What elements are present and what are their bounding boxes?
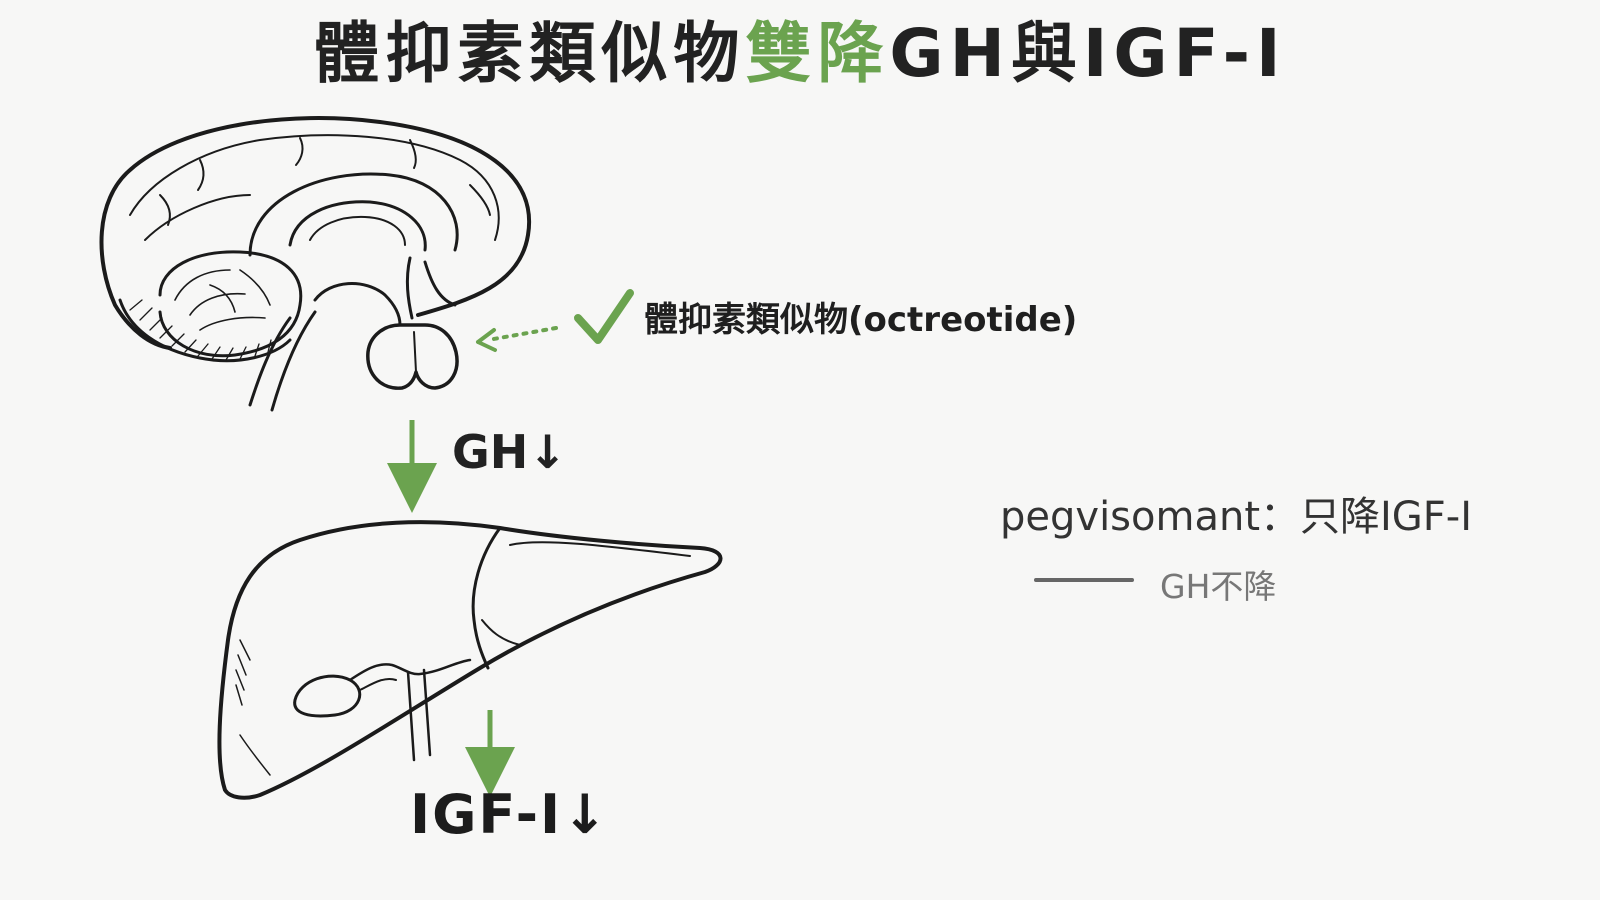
liver-illustration-icon xyxy=(217,520,723,800)
title-part-1: 體抑素類似物 xyxy=(313,15,746,92)
pegvisomant-label: pegvisomant：只降IGF-I xyxy=(1000,494,1473,540)
octreotide-label: 體抑素類似物(octreotide) xyxy=(644,300,1078,340)
gh-not-reduced-label: GH不降 xyxy=(1160,567,1277,606)
igf-down-label: IGF-I↓ xyxy=(410,783,610,846)
dotted-arrow-icon xyxy=(476,326,558,352)
gh-down-label: GH↓ xyxy=(452,425,567,479)
check-icon xyxy=(574,289,634,344)
page-title: 體抑素類似物雙降GH與IGF-I xyxy=(0,14,1600,93)
brain-illustration-icon xyxy=(99,116,532,412)
title-highlight: 雙降 xyxy=(745,15,890,92)
title-part-3: GH與IGF-I xyxy=(889,15,1287,92)
